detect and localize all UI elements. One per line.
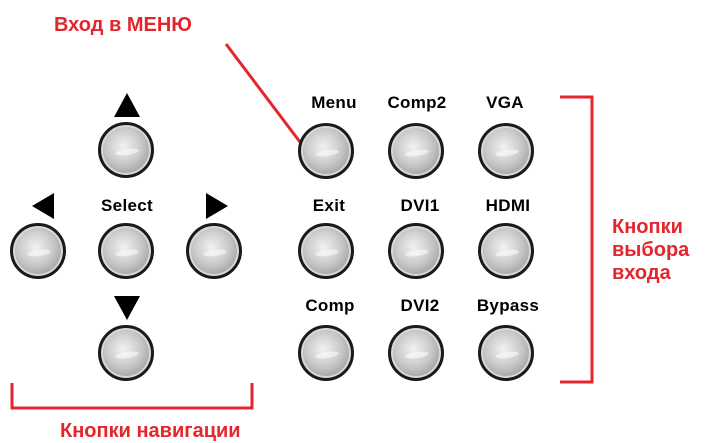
- select-button[interactable]: [98, 223, 154, 279]
- dvi2-label: DVI2: [400, 296, 440, 315]
- right-arrow-icon: [206, 193, 228, 219]
- comp-button[interactable]: [298, 325, 354, 381]
- input-buttons-annotation: Кнопки выбора входа: [612, 216, 690, 284]
- vga-button[interactable]: [478, 123, 534, 179]
- dvi2-button[interactable]: [388, 325, 444, 381]
- vga-label: VGA: [486, 93, 524, 112]
- comp2-label: Comp2: [387, 93, 447, 112]
- exit-label: Exit: [312, 196, 346, 215]
- select-label: Select: [101, 196, 153, 215]
- exit-button[interactable]: [298, 223, 354, 279]
- hdmi-button[interactable]: [478, 223, 534, 279]
- up-arrow-icon: [114, 93, 140, 117]
- up-button[interactable]: [98, 122, 154, 178]
- bypass-label: Bypass: [476, 296, 540, 315]
- hdmi-label: HDMI: [485, 196, 531, 215]
- nav-buttons-annotation: Кнопки навигации: [60, 420, 241, 442]
- left-button[interactable]: [10, 223, 66, 279]
- dvi1-label: DVI1: [400, 196, 440, 215]
- dvi1-button[interactable]: [388, 223, 444, 279]
- down-arrow-icon: [114, 296, 140, 320]
- menu-label: Menu: [311, 93, 357, 112]
- right-button[interactable]: [186, 223, 242, 279]
- menu-entry-annotation: Вход в МЕНЮ: [54, 14, 192, 36]
- menu-button[interactable]: [298, 123, 354, 179]
- left-arrow-icon: [32, 193, 54, 219]
- comp2-button[interactable]: [388, 123, 444, 179]
- down-button[interactable]: [98, 325, 154, 381]
- comp-label: Comp: [305, 296, 355, 315]
- bypass-button[interactable]: [478, 325, 534, 381]
